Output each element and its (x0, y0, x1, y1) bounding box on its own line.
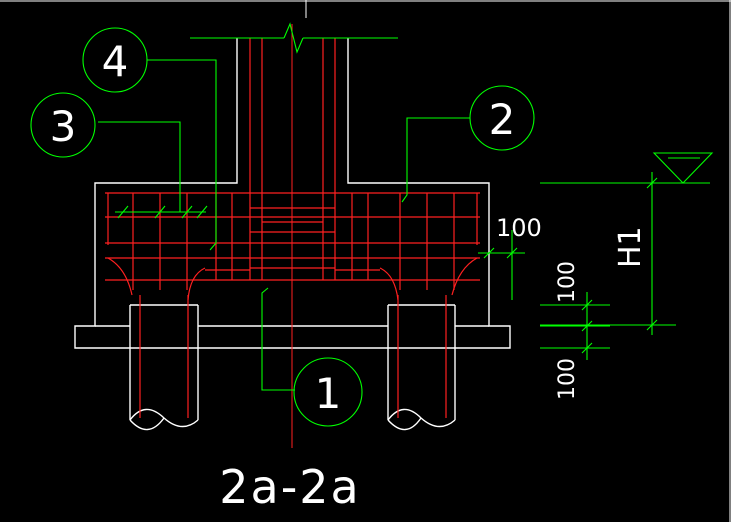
right-pile-break-lower (387, 417, 422, 431)
leader-3 (98, 121, 181, 212)
bubble-2-circle (469, 85, 535, 151)
bubble-3-label: 3 (50, 102, 77, 151)
leader-4 (147, 59, 217, 251)
right-pile-hook-left (379, 267, 399, 301)
leader-group (30, 22, 714, 427)
tick-b (154, 205, 166, 219)
cover-dimension-text: 100 (496, 214, 542, 242)
level-triangle-icon (652, 152, 714, 184)
leader-2 (401, 117, 470, 203)
rebar-group (105, 24, 480, 448)
text-group: 4 3 2 1 100 100 100 H1 2a-2a (50, 37, 648, 514)
cover-tick-2 (483, 247, 495, 259)
left-pile-hook-left (107, 257, 133, 296)
tick-d (196, 205, 208, 219)
right-pile-hook-right (451, 257, 478, 296)
tick-c (181, 205, 193, 219)
bubble-3-circle (30, 92, 96, 158)
h1-tick-bottom (646, 319, 658, 331)
break-line-zigzag (283, 22, 304, 54)
bubble-4-circle (82, 27, 148, 93)
bubble-2-label: 2 (489, 95, 516, 144)
h1-tick-top (646, 177, 658, 189)
bubble-1-label: 1 (315, 369, 342, 418)
section-title: 2a-2a (219, 460, 361, 514)
left-pile-break-lower (129, 417, 165, 431)
embed-tick-3 (581, 342, 593, 354)
leader-1 (261, 287, 295, 391)
tick-a (117, 205, 129, 219)
bubble-1-circle (293, 357, 363, 427)
bubble-4-label: 4 (102, 37, 129, 86)
embed-top-dimension-text: 100 (555, 261, 580, 303)
cover-tick (506, 247, 518, 259)
embed-tick-2 (581, 320, 593, 332)
embed-tick-1 (581, 299, 593, 311)
h1-dimension-text: H1 (613, 226, 648, 268)
embed-bottom-dimension-text: 100 (555, 358, 580, 400)
